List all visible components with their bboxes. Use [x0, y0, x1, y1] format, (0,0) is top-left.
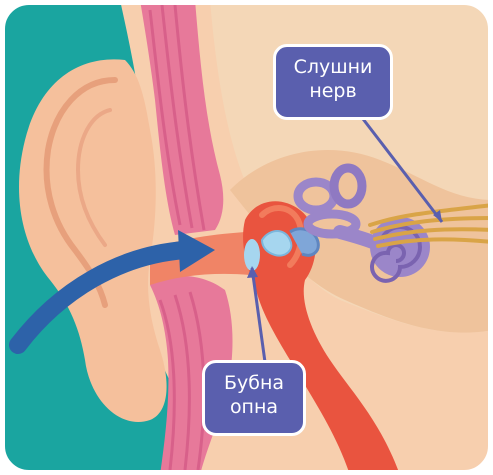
eardrum-label-line2: опна — [205, 395, 303, 419]
eardrum-label-line1: Бубна — [205, 371, 303, 395]
auditory-nerve-label-line2: нерв — [276, 79, 390, 103]
eardrum-label: Бубна опна — [202, 360, 306, 436]
auditory-nerve-label-line1: Слушни — [276, 55, 390, 79]
auditory-nerve-label: Слушни нерв — [273, 44, 393, 120]
